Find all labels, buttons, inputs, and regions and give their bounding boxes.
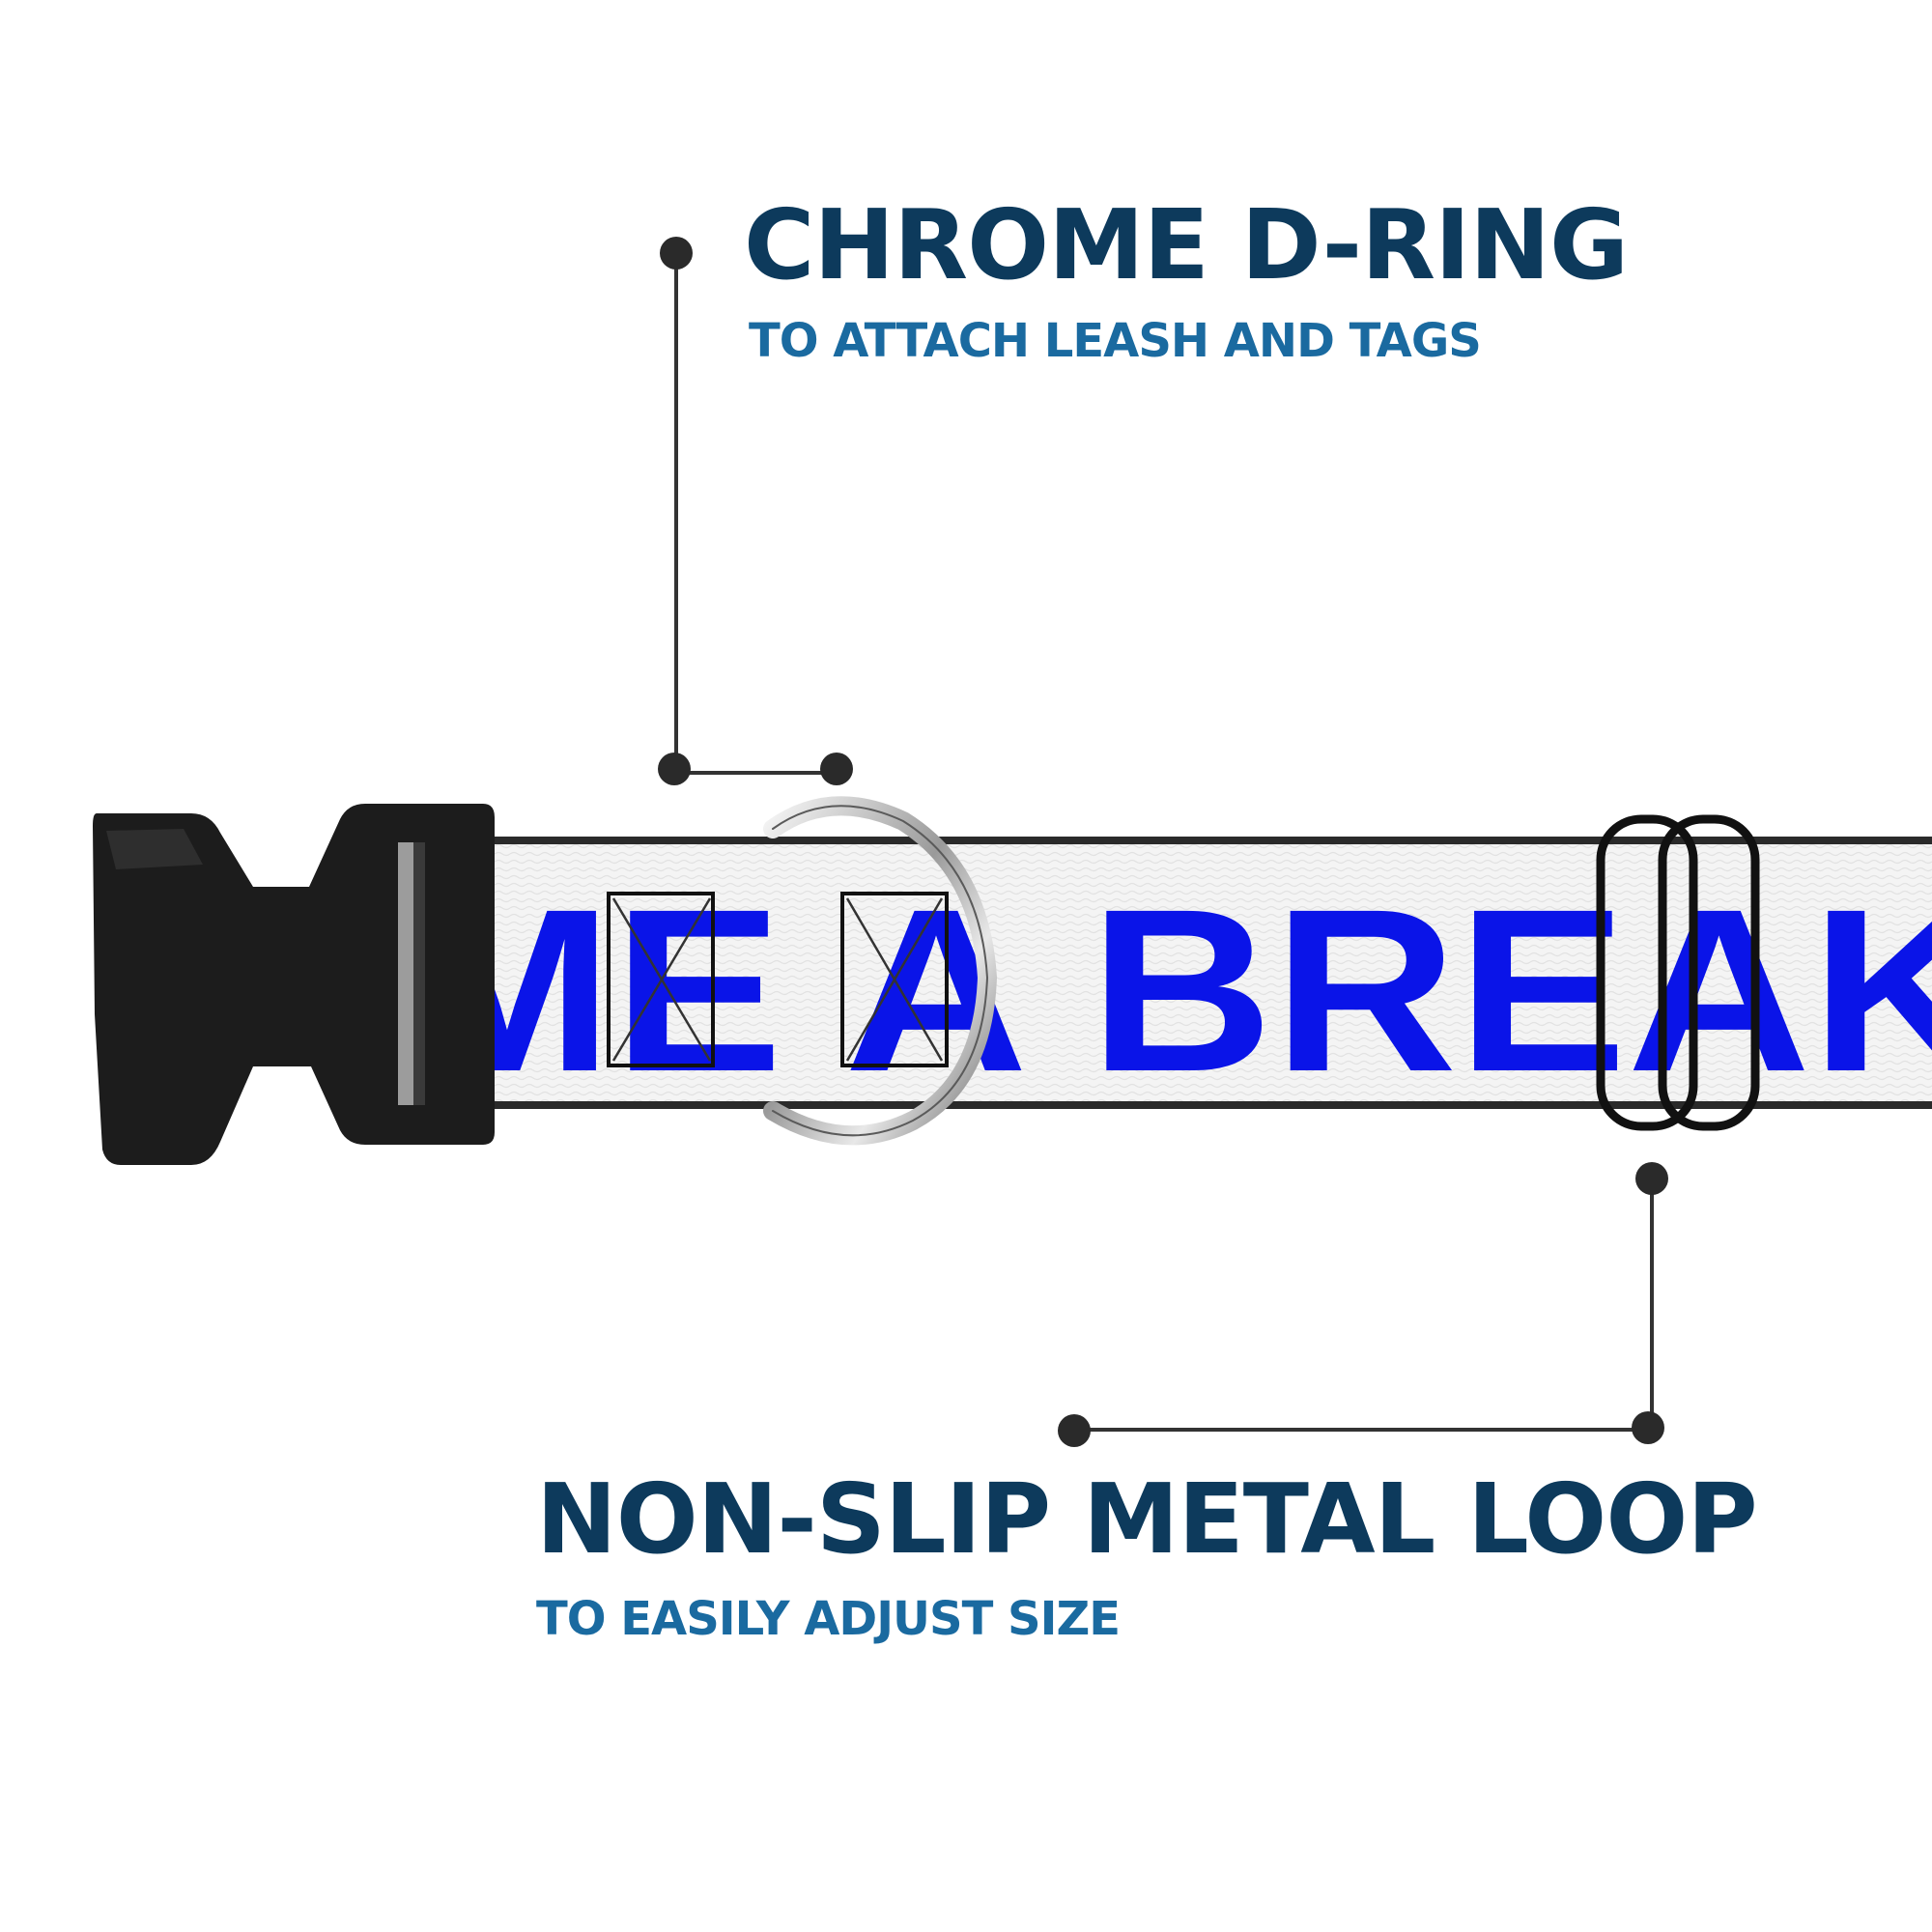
loop-leader-line <box>1058 1162 1668 1447</box>
dring-callout-subtitle: TO ATTACH LEASH AND TAGS <box>749 314 1482 368</box>
buckle-icon <box>93 804 495 1165</box>
loop-callout-subtitle: TO EASILY ADJUST SIZE <box>536 1592 1121 1646</box>
stitch-box-2 <box>840 892 949 1067</box>
d-ring-icon <box>763 796 998 1146</box>
dring-callout-title: CHROME D-RING <box>744 188 1629 301</box>
adjust-loop-icon <box>1596 814 1760 1131</box>
loop-callout-title: NON-SLIP METAL LOOP <box>536 1463 1758 1576</box>
strap-print: ME A BREAK <box>401 861 1932 1120</box>
dring-leader-line <box>658 237 853 785</box>
stitch-box-1 <box>607 892 715 1067</box>
strap-print-text: ME A BREAK <box>401 861 1932 1120</box>
